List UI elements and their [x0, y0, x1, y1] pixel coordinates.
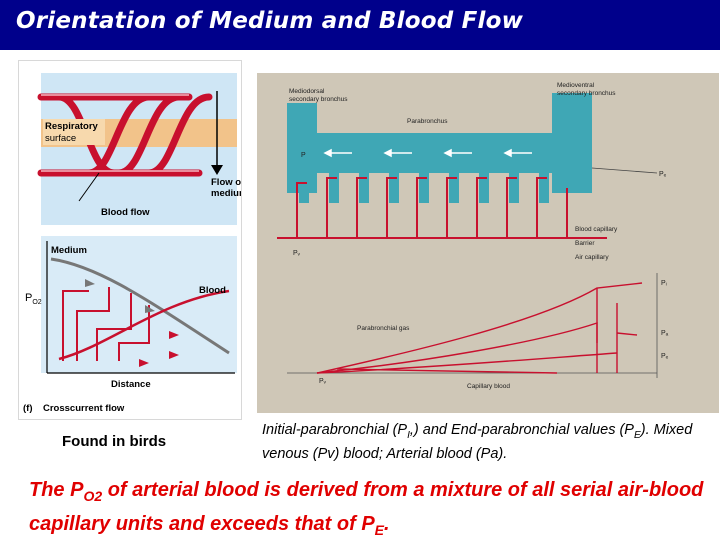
label-parabronchial-gas: Parabronchial gas	[357, 325, 410, 332]
graph-bg	[41, 236, 237, 373]
label-respiratory: Respiratory	[45, 121, 99, 132]
airway-shape	[287, 93, 592, 203]
label-graph-medium: Medium	[51, 245, 87, 256]
figure-letter: (f)	[23, 403, 33, 414]
blood-arrowheads	[139, 331, 179, 367]
label-mediodorsal-2: secondary bronchus	[289, 96, 348, 103]
label-pv-bottom: Pᵥ	[319, 378, 327, 385]
medium-arrowheads	[85, 279, 155, 313]
parabronchial-curves	[316, 282, 643, 374]
crosscurrent-figure: Respiratory surface Flow of medium Blood…	[18, 60, 247, 420]
label-pv-left: Pᵥ	[293, 250, 301, 257]
flow-arrow-head	[211, 165, 223, 175]
label-graph-blood: Blood	[199, 285, 226, 296]
blood-step-paths	[62, 287, 150, 361]
respiratory-label-bg	[43, 119, 105, 145]
y-axis-label: PO2	[25, 292, 42, 306]
conclusion-part-1: The P	[29, 479, 84, 501]
conclusion-sub-2: E	[374, 522, 385, 538]
label-pa-right: Pₐ	[661, 330, 669, 337]
label-pe-right: Pₑ	[661, 353, 669, 360]
blood-flow-pointer	[78, 172, 100, 202]
caption-part-2: ,) and End-parabronchial values (P	[409, 422, 634, 438]
label-mediodorsal: Mediodorsal	[289, 88, 325, 95]
caption-sub-1: I	[407, 429, 410, 441]
conclusion-part-2: of arterial blood is derived from a mixt…	[29, 479, 704, 535]
label-barrier: Barrier	[575, 240, 595, 247]
label-capillary-blood: Capillary blood	[467, 383, 510, 390]
caption-part-1: Initial-parabronchial (P	[262, 422, 408, 438]
label-pi-right: Pᵢ	[661, 280, 667, 287]
pe-pointer	[591, 167, 658, 174]
parabronchial-figure: Mediodorsal secondary bronchus Mediovent…	[257, 73, 719, 413]
capillary-loops	[277, 177, 607, 239]
label-pe-top: Pₑ	[659, 171, 667, 178]
label-parabronchus: Parabronchus	[407, 118, 448, 125]
crosscurrent-diagram: Respiratory surface Flow of medium Blood…	[23, 73, 247, 414]
label-air-capillary: Air capillary	[575, 254, 609, 261]
conclusion-part-3: .	[384, 513, 390, 535]
label-blood-capillary: Blood capillary	[575, 226, 618, 233]
label-pi-top: P	[301, 152, 306, 159]
vessel-highlights	[41, 94, 199, 172]
slide-title: Orientation of Medium and Blood Flow	[16, 8, 524, 34]
caption-sub-2: E	[633, 429, 641, 441]
blood-vessels	[37, 93, 213, 177]
medium-curve	[50, 257, 230, 355]
parabronchial-diagram: Mediodorsal secondary bronchus Mediovent…	[277, 82, 669, 390]
label-medioventral: Medioventral	[557, 82, 595, 89]
found-in-birds: Found in birds	[62, 433, 167, 450]
title-bar: Orientation of Medium and Blood Flow	[0, 0, 720, 50]
label-medioventral-2: secondary bronchus	[557, 90, 616, 97]
figure-caption: Crosscurrent flow	[43, 403, 125, 414]
label-medium: medium	[211, 188, 241, 199]
label-distance: Distance	[111, 379, 151, 390]
label-flow-of: Flow of	[211, 177, 241, 188]
air-flow-arrows	[323, 148, 532, 158]
label-surface: surface	[45, 133, 76, 144]
figure-caption-right: Initial-parabronchial (PI,) and End-para…	[262, 421, 718, 464]
conclusion-text: The PO2 of arterial blood is derived fro…	[29, 476, 719, 544]
label-blood-flow: Blood flow	[101, 207, 150, 218]
caption-part-3: ). Mixed venous (Pv) blood; Arterial blo…	[262, 422, 693, 462]
conclusion-sub-1: O2	[83, 488, 103, 504]
